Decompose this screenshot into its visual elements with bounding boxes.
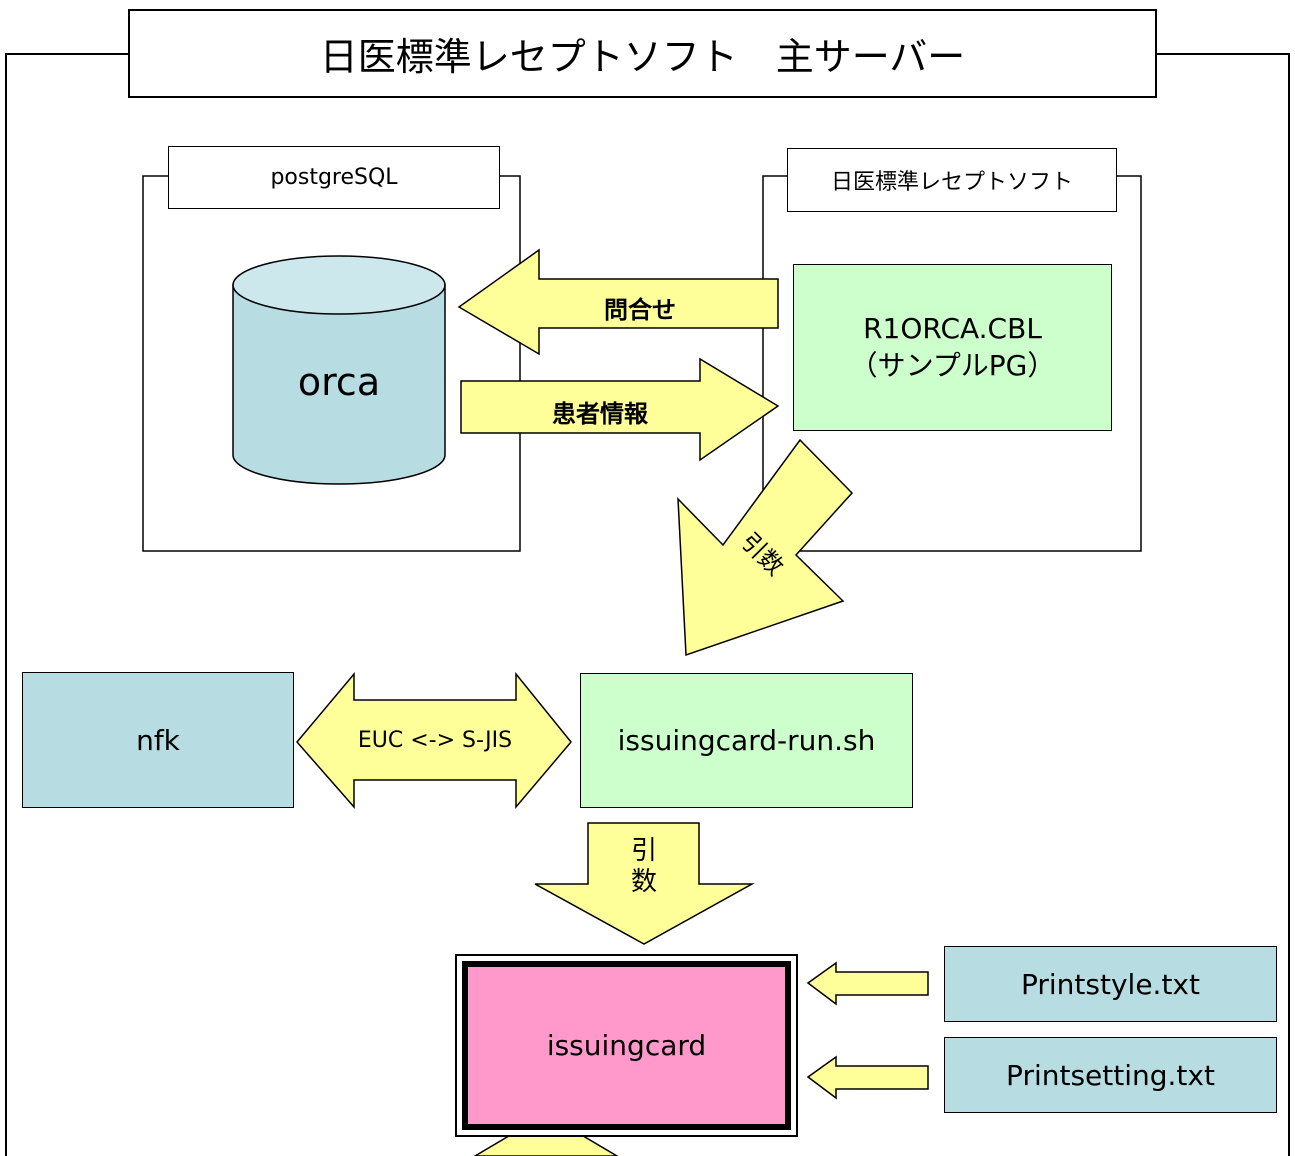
program-box: R1ORCA.CBL （サンプルPG）	[793, 264, 1112, 431]
database-cylinder	[232, 255, 446, 485]
printsetting-box: Printsetting.txt	[944, 1037, 1277, 1113]
args-diagonal-arrow	[677, 438, 854, 657]
query-arrow	[457, 248, 779, 356]
printsetting-label: Printsetting.txt	[1006, 1058, 1215, 1092]
postgres-label: postgreSQL	[270, 165, 398, 190]
printstyle-box: Printstyle.txt	[944, 946, 1277, 1022]
query-arrow-label: 問合せ	[604, 296, 676, 324]
issuingcard-label: issuingcard	[546, 1029, 707, 1062]
db-name-label: orca	[297, 360, 381, 404]
args-down-arrow	[534, 822, 755, 945]
printsetting-arrow	[806, 1055, 929, 1100]
printstyle-arrow	[806, 961, 929, 1006]
args-down-label: 引 数	[604, 836, 684, 898]
args-down-label-line1: 引	[630, 836, 657, 866]
postgres-label-box: postgreSQL	[168, 146, 500, 209]
args-down-label-line2: 数	[630, 867, 657, 898]
nfk-box: nfk	[22, 672, 294, 808]
encoding-double-arrow	[296, 671, 572, 810]
run-script-label: issuingcard-run.sh	[617, 724, 876, 757]
encoding-label: EUC <-> S-JIS	[357, 728, 513, 753]
orca-group-frame	[762, 175, 1142, 552]
issuingcard-box: issuingcard	[462, 961, 791, 1130]
title-box: 日医標準レセプトソフト 主サーバー	[128, 9, 1157, 98]
postgres-group-frame	[142, 175, 521, 552]
page-title: 日医標準レセプトソフト 主サーバー	[319, 35, 966, 79]
printstyle-label: Printstyle.txt	[1021, 967, 1200, 1001]
orca-soft-label-box: 日医標準レセプトソフト	[787, 148, 1117, 212]
nfk-label: nfk	[136, 723, 180, 757]
orca-soft-label: 日医標準レセプトソフト	[830, 170, 1073, 195]
program-note: （サンプルPG）	[849, 348, 1056, 382]
patient-info-arrow	[460, 357, 780, 462]
program-name: R1ORCA.CBL	[863, 312, 1042, 346]
patient-info-arrow-label: 患者情報	[552, 400, 648, 428]
run-script-box: issuingcard-run.sh	[580, 673, 913, 808]
